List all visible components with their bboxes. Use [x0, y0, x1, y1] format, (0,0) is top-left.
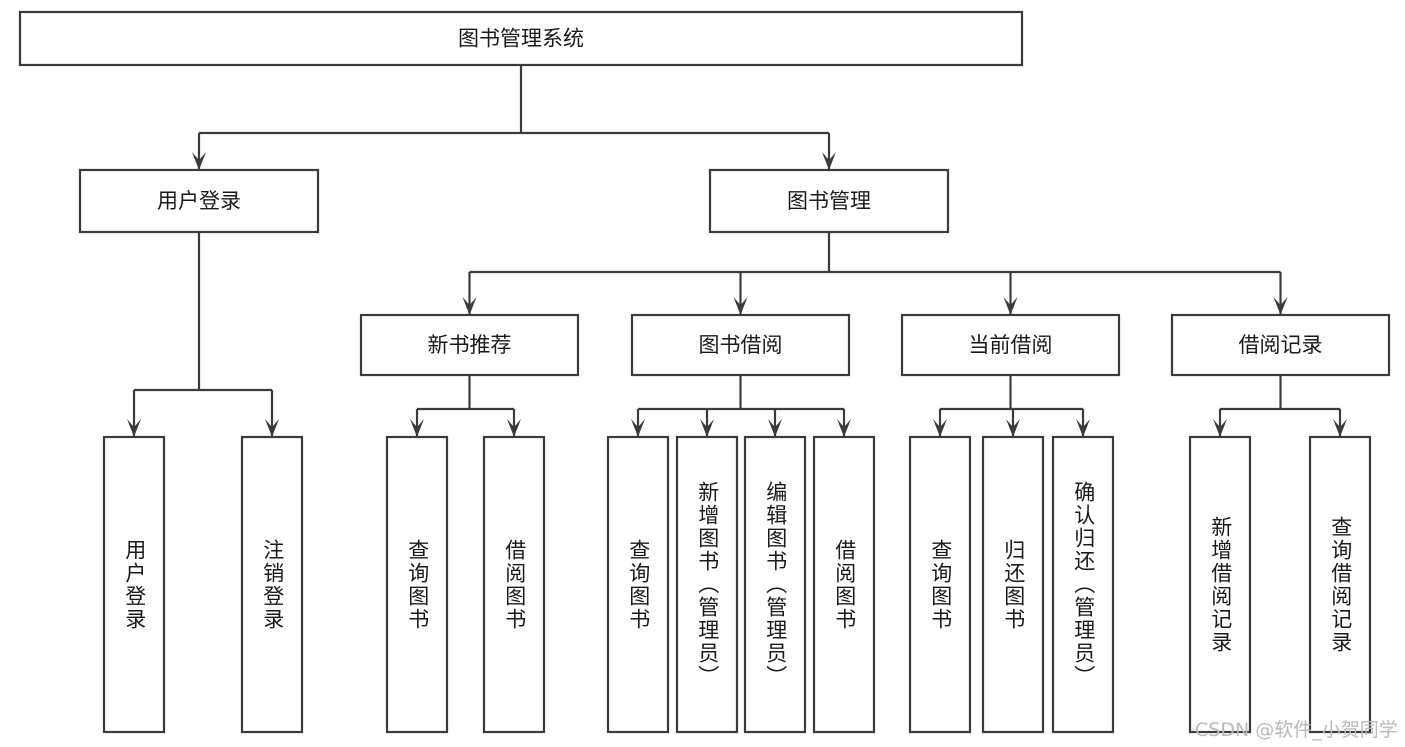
arrow-head-icon	[837, 419, 851, 437]
node-box-leaf-borrow-book-2[interactable]	[812, 435, 876, 734]
node-label-root: 图书管理系统	[458, 27, 584, 51]
node-box-leaf-add-record[interactable]	[1188, 435, 1252, 734]
arrow-head-icon	[768, 419, 782, 437]
node-label-user-login: 用户登录	[157, 189, 241, 213]
arrow-head-icon	[265, 419, 279, 437]
node-box-current-borrow[interactable]	[900, 313, 1121, 377]
node-box-leaf-query-book-1[interactable]	[385, 435, 449, 734]
arrow-head-icon	[1076, 419, 1090, 437]
node-box-leaf-edit-book[interactable]	[743, 435, 807, 734]
arrow-head-icon	[410, 419, 424, 437]
node-label-new-book-recommend: 新书推荐	[428, 333, 512, 357]
arrow-head-icon	[1273, 297, 1288, 315]
node-box-new-book-recommend[interactable]	[359, 313, 580, 377]
node-box-leaf-borrow-book-1[interactable]	[482, 435, 546, 734]
node-label-book-borrow: 图书借阅	[699, 333, 783, 357]
node-box-leaf-logout[interactable]	[240, 435, 304, 734]
node-box-leaf-query-book-3[interactable]	[908, 435, 972, 734]
node-box-leaf-add-book[interactable]	[675, 435, 739, 734]
node-box-book-borrow[interactable]	[630, 313, 851, 377]
arrow-head-icon	[733, 297, 748, 315]
arrow-head-icon	[462, 297, 477, 315]
csdn-watermark: CSDN @软件_小贺同学	[1195, 719, 1398, 741]
arrow-head-icon	[127, 419, 141, 437]
node-box-user-login[interactable]	[78, 168, 320, 234]
node-label-borrow-record: 借阅记录	[1239, 333, 1323, 357]
node-box-leaf-query-record[interactable]	[1308, 435, 1372, 734]
node-box-book-manage[interactable]	[708, 168, 950, 234]
node-box-root[interactable]	[18, 10, 1024, 67]
arrow-head-icon	[700, 419, 714, 437]
node-label-book-manage: 图书管理	[787, 189, 871, 213]
node-box-leaf-query-book-2[interactable]	[606, 435, 670, 734]
node-label-current-borrow: 当前借阅	[969, 333, 1053, 357]
connector-lines-layer	[127, 65, 1347, 437]
arrow-head-icon	[192, 152, 206, 170]
arrow-head-icon	[631, 419, 645, 437]
arrow-head-icon	[822, 152, 836, 170]
node-box-borrow-record[interactable]	[1170, 313, 1391, 377]
arrow-head-icon	[1213, 419, 1227, 437]
node-box-leaf-confirm-return[interactable]	[1051, 435, 1115, 734]
arrow-head-icon	[1003, 297, 1018, 315]
arrow-head-icon	[507, 419, 521, 437]
arrow-head-icon	[1006, 419, 1020, 437]
node-box-leaf-return-book[interactable]	[981, 435, 1045, 734]
arrow-head-icon	[933, 419, 947, 437]
node-box-leaf-user-login[interactable]	[102, 435, 166, 734]
node-boxes-layer	[18, 10, 1391, 734]
arrow-head-icon	[1333, 419, 1347, 437]
